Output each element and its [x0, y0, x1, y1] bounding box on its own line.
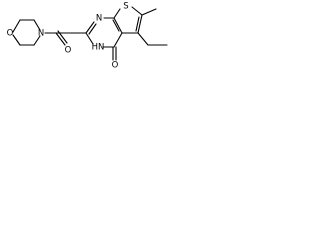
- morpholine-nitrogen-label: N: [38, 29, 44, 39]
- amide-oxygen-label: O: [65, 46, 72, 56]
- bond-c2-n1: [85, 21, 95, 34]
- bond-c7a-c4a: [113, 17, 123, 34]
- bond-c6-c5: [137, 14, 143, 34]
- bond-methyl: [141, 8, 157, 16]
- carbonyl-oxygen-label: O: [112, 61, 119, 71]
- bond-carbonyl-o-1: [55, 32, 66, 46]
- thiophene-ring: [112, 6, 143, 34]
- bond-s-c6: [131, 6, 143, 16]
- substituents: [137, 8, 168, 46]
- nh-group-label: HN: [92, 43, 105, 53]
- bond-c2-n1-double: [88, 23, 97, 35]
- molecule-diagram: O N O N HN S O: [7, 2, 168, 71]
- bond-c4a-c7a-inner: [112, 19, 120, 32]
- bond-c6-c5-double: [135, 16, 140, 32]
- bond-ethyl-1: [137, 32, 149, 46]
- bond-c2-n: [33, 19, 41, 31]
- sulfur-label: S: [123, 2, 128, 12]
- ring-oxygen-label: O: [7, 29, 14, 39]
- pyrimidinone-ring: [85, 17, 123, 61]
- bond-n3-c2: [85, 32, 94, 45]
- bond-o-c1: [12, 19, 21, 33]
- morpholine-ring: [12, 19, 41, 46]
- bond-c4a-c4: [113, 32, 123, 48]
- amide-linker: [44, 30, 87, 46]
- bond-c7a-s: [113, 8, 121, 19]
- pyrimidine-nitrogen-label: N: [96, 14, 102, 24]
- bond-c4-o: [12, 34, 21, 46]
- bond-n-c3: [33, 35, 41, 46]
